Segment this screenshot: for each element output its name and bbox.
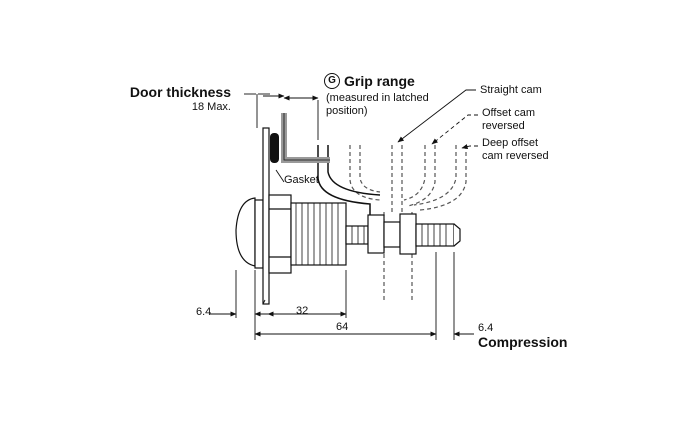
straight-cam	[317, 145, 381, 215]
door-panel	[270, 113, 330, 163]
grip-range-title: Grip range	[344, 73, 415, 89]
deep-offset-label-1: Deep offset	[482, 137, 539, 149]
dim-body-length: 32	[296, 305, 309, 317]
deep-offset-label-2: cam reversed	[482, 150, 549, 162]
door-thickness-label: Door thickness	[129, 84, 231, 100]
door-thickness-max: 18 Max.	[191, 101, 231, 113]
dim-left-offset: 6.4	[196, 306, 212, 318]
gasket-label: Gasket	[284, 174, 319, 186]
compression-label: Compression	[478, 334, 568, 350]
straight-cam-label: Straight cam	[480, 84, 542, 96]
grip-range-badge: G	[324, 73, 340, 89]
leader-lines	[275, 89, 478, 183]
dim-overall-length: 64	[336, 321, 349, 333]
grip-range-note-2: position)	[326, 105, 368, 117]
grip-range-note-1: (measured in latched	[326, 92, 429, 104]
dimension-lines	[210, 93, 474, 340]
offset-cam-label-2: reversed	[482, 120, 525, 132]
gasket-shape	[270, 133, 279, 163]
thread-ticks	[295, 203, 447, 265]
offset-cam-label-1: Offset cam	[482, 107, 535, 119]
latch-body	[235, 127, 461, 305]
dim-compression-value: 6.4	[478, 322, 494, 334]
